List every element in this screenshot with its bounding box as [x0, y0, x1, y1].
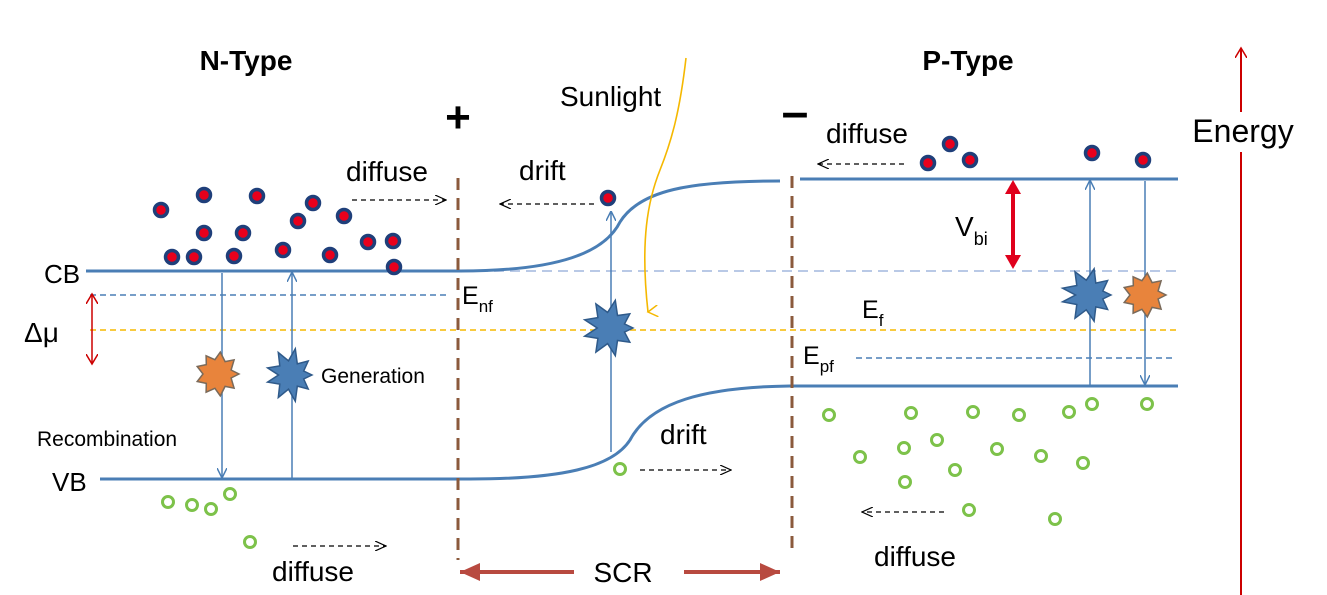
plus-sign: + [445, 93, 471, 142]
electron [961, 151, 979, 169]
electron [195, 224, 213, 242]
electron [304, 194, 322, 212]
electron [248, 187, 266, 205]
electron [1083, 144, 1101, 162]
cb-label: CB [44, 259, 80, 289]
electron [335, 207, 353, 225]
hole [1062, 405, 1076, 419]
hole [904, 406, 918, 420]
conduction-band [86, 179, 781, 273]
sunlight-ray [644, 57, 687, 312]
hole [223, 487, 237, 501]
electrons-group [152, 135, 1152, 276]
drift-top-label: drift [519, 155, 566, 186]
hole [966, 405, 980, 419]
hole [204, 502, 218, 516]
electron [919, 154, 937, 172]
hole [897, 441, 911, 455]
electron [321, 246, 339, 264]
sunlight-label: Sunlight [560, 81, 661, 112]
generation-label: Generation [321, 365, 425, 388]
diffuse-p-bottom-label: diffuse [874, 541, 956, 572]
valence-band [100, 384, 1178, 481]
hole [1048, 512, 1062, 526]
hole [853, 450, 867, 464]
diffuse-n-bottom-label: diffuse [272, 556, 354, 587]
hole [161, 495, 175, 509]
electron [385, 258, 403, 276]
hole [1140, 397, 1154, 411]
hole [898, 475, 912, 489]
electron [185, 248, 203, 266]
electron [1134, 151, 1152, 169]
electron [225, 247, 243, 265]
e-f-label: Ef [862, 296, 884, 330]
hole [822, 408, 836, 422]
n-type-title: N-Type [200, 45, 293, 76]
minus-sign: – [782, 86, 809, 139]
scr-label: SCR [593, 557, 652, 588]
p-type-title: P-Type [922, 45, 1013, 76]
electron [599, 189, 617, 207]
diffuse-n-top-label: diffuse [346, 156, 428, 187]
hole [1076, 456, 1090, 470]
electron [163, 248, 181, 266]
electron [941, 135, 959, 153]
electron [289, 212, 307, 230]
hole [613, 462, 627, 476]
delta-mu-label: Δμ [24, 317, 59, 348]
e-nf-label: Enf [462, 282, 493, 316]
hole [948, 463, 962, 477]
hole [1012, 408, 1026, 422]
energy-label: Energy [1192, 113, 1293, 149]
hole [1034, 449, 1048, 463]
electron [384, 232, 402, 250]
diffuse-p-top-label: diffuse [826, 118, 908, 149]
electron [152, 201, 170, 219]
hole [990, 442, 1004, 456]
hole [930, 433, 944, 447]
hole [185, 498, 199, 512]
electron [195, 186, 213, 204]
hole [243, 535, 257, 549]
electron [274, 241, 292, 259]
hole [1085, 397, 1099, 411]
e-pf-label: Epf [803, 342, 834, 376]
recombination-label: Recombination [37, 428, 177, 451]
p-generation-burst-icon [1060, 266, 1113, 324]
scr-generation-burst-icon [582, 298, 635, 358]
holes-group [161, 397, 1154, 549]
recombination-burst-icon [195, 350, 241, 398]
vb-label: VB [52, 467, 87, 497]
electron [359, 233, 377, 251]
p-recombination-burst-icon [1122, 271, 1168, 319]
generation-burst-icon [265, 346, 314, 404]
hole [962, 503, 976, 517]
electron [234, 224, 252, 242]
v-bi-label: Vbi [955, 211, 988, 249]
drift-bottom-label: drift [660, 419, 707, 450]
